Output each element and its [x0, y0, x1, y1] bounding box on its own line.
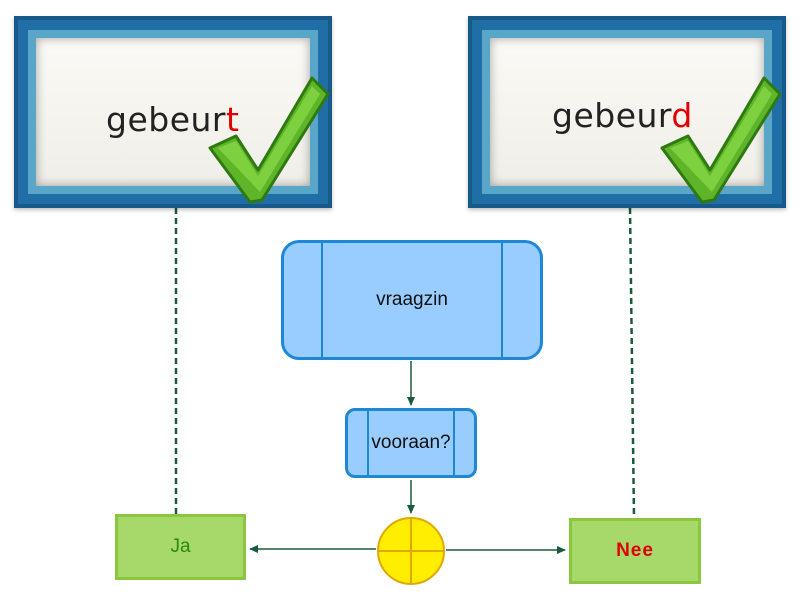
- word-gebeurd: gebeurd: [552, 96, 693, 135]
- process-box-vraagzin: vraagzin: [281, 240, 543, 360]
- word-ending: t: [225, 100, 240, 139]
- frame-inner: [482, 30, 772, 194]
- process-label: vraagzin: [376, 289, 448, 310]
- word-stem: gebeur: [106, 100, 226, 139]
- word-stem: gebeur: [552, 96, 672, 135]
- process-label: vooraan?: [371, 432, 451, 453]
- process-side-bar: [453, 411, 455, 475]
- left-picture-frame: gebeurt: [14, 16, 332, 208]
- outcome-yes-label: Ja: [170, 536, 191, 557]
- dashed-link-right: [628, 207, 636, 519]
- process-side-bar: [321, 243, 323, 357]
- process-side-bar: [501, 243, 503, 357]
- crosshair-circle-icon: [377, 517, 445, 585]
- check-icon: [208, 76, 330, 204]
- process-side-bar: [367, 411, 369, 475]
- outcome-yes: Ja: [115, 514, 246, 580]
- outcome-no: Nee: [569, 518, 701, 584]
- outcome-no-label: Nee: [616, 540, 654, 561]
- right-picture-frame: gebeurd: [468, 16, 786, 208]
- word-ending: d: [671, 96, 693, 135]
- word-gebeurt: gebeurt: [106, 100, 239, 139]
- process-box-vooraan: vooraan?: [345, 408, 477, 478]
- check-icon: [660, 76, 782, 204]
